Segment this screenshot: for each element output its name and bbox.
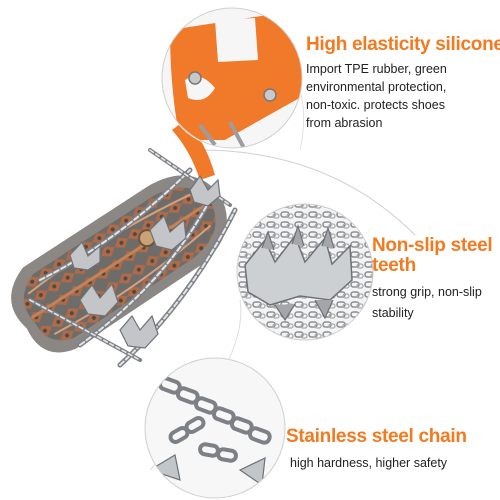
feature-desc-line: stability xyxy=(372,306,414,320)
sole-teeth xyxy=(69,174,221,349)
feature-desc-line: high hardness, higher safety xyxy=(290,456,448,470)
feature-desc-line: strong grip, non-slip xyxy=(372,285,482,299)
feature-desc-line: non-toxic. protects shoes xyxy=(306,98,445,112)
feature-title-line: Non-slip steel xyxy=(372,235,493,256)
feature-title-chain: Stainless steel chain xyxy=(286,426,467,447)
feature-desc-line: environmental protection, xyxy=(306,80,447,94)
feature-desc-teeth: strong grip, non-slip stability xyxy=(372,282,482,324)
feature-title-teeth: Non-slip steel teeth xyxy=(372,235,493,276)
feature-title-silicone: High elasticity silicone xyxy=(306,34,500,55)
chain-closeup xyxy=(144,357,286,499)
feature-desc-line: from abrasion xyxy=(306,116,383,130)
silicone-closeup xyxy=(161,7,303,149)
feature-desc-line: Import TPE rubber, green xyxy=(306,62,447,76)
feature-desc-silicone: Import TPE rubber, green environmental p… xyxy=(306,60,447,132)
feature-desc-chain: high hardness, higher safety xyxy=(290,454,447,472)
feature-title-line: teeth xyxy=(372,255,416,276)
teeth-closeup xyxy=(236,203,374,341)
sole-chains xyxy=(28,148,238,368)
